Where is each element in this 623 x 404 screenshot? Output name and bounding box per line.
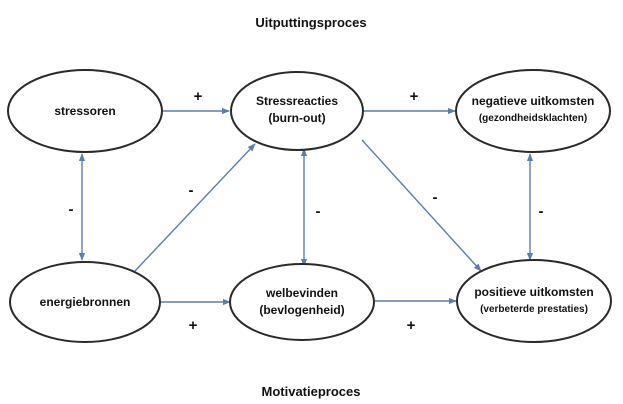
node-negatieve-sub: (gezondheidsklachten) bbox=[479, 113, 587, 124]
node-positieve-uitkomsten: positieve uitkomsten (verbeterde prestat… bbox=[456, 259, 612, 343]
node-stressreacties-label: Stressreacties bbox=[256, 94, 338, 108]
title-motivatieproces: Motivatieproces bbox=[262, 384, 361, 399]
sign-energiebronnen-welbevinden: + bbox=[189, 317, 198, 334]
sign-stressreacties-welbevinden: - bbox=[316, 203, 321, 220]
sign-stressoren-stressreacties: + bbox=[194, 88, 203, 105]
node-negatieve-label: negatieve uitkomsten bbox=[472, 94, 595, 108]
sign-stressreacties-negatieve: + bbox=[410, 88, 419, 105]
sign-energiebronnen-stressreacties: - bbox=[189, 182, 194, 199]
node-stressoren: stressoren bbox=[7, 69, 163, 153]
title-uitputtingsproces: Uitputtingsproces bbox=[255, 15, 366, 30]
node-positieve-sub: (verbeterde prestaties) bbox=[480, 304, 588, 315]
node-stressreacties-sub: (burn-out) bbox=[268, 111, 325, 125]
sign-negatieve-positieve: - bbox=[539, 203, 544, 220]
node-energiebronnen-label: energiebronnen bbox=[40, 295, 131, 309]
node-welbevinden: welbevinden (bevlogenheid) bbox=[229, 263, 375, 341]
edge-energiebronnen-stressreacties bbox=[133, 143, 256, 273]
sign-welbevinden-positieve: + bbox=[407, 317, 416, 334]
node-welbevinden-label: welbevinden bbox=[265, 286, 338, 300]
node-welbevinden-sub: (bevlogenheid) bbox=[259, 303, 344, 317]
node-stressoren-label: stressoren bbox=[54, 104, 115, 118]
node-negatieve-uitkomsten: negatieve uitkomsten (gezondheidsklachte… bbox=[455, 69, 611, 153]
node-positieve-label: positieve uitkomsten bbox=[474, 285, 593, 299]
node-energiebronnen: energiebronnen bbox=[9, 261, 161, 343]
node-stressreacties: Stressreacties (burn-out) bbox=[230, 71, 364, 151]
sign-stressoren-energiebronnen: - bbox=[69, 201, 74, 218]
edge-stressreacties-positieve bbox=[361, 139, 482, 272]
sign-stressreacties-positieve: - bbox=[433, 189, 438, 206]
